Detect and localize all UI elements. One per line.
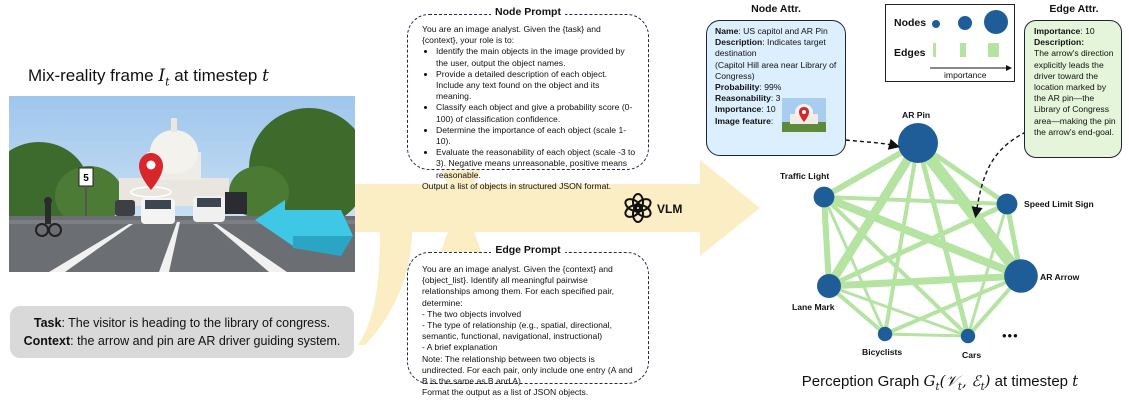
graph-edge-ar_pin-bicyclists [883,142,920,335]
node-attr-probability: Probability: 99% [715,82,782,93]
edge-prompt-connector [440,232,482,254]
graph-nodes [813,123,1038,344]
legend-edge-thin [933,43,936,57]
node-label-ar-pin: AR Pin [902,110,931,120]
legend-nodes-label: Nodes [894,17,927,29]
graph-edge-lane_mark-ar_arrow [828,272,1022,290]
node-label-ar-arrow: AR Arrow [1040,272,1080,282]
graph-edge-traffic_light-cars [822,195,970,338]
graph-edges [821,139,1026,338]
edge-prompt-box: Edge Prompt You are an image analyst. Gi… [407,244,649,397]
node-prompt-outro: Output a list of objects in structured J… [422,180,612,191]
frame-symbol: It [158,66,170,89]
node-prompt-item: Classify each object and give a probabil… [436,102,636,124]
legend-node-small [932,20,940,28]
graph-edge-bicyclists-cars [884,332,969,338]
graph-title: Perception Graph Gt(𝒱t, ℰt) at timestep … [801,372,1079,393]
node-label-traffic-light: Traffic Light [780,171,830,181]
node-attr-importance: Importance: 10 [715,104,776,115]
edge-attr-description: The arrow's direction explicitly leads t… [1034,48,1116,137]
edge-attr-title: Edge Attr. [1049,3,1099,15]
frame-timestep: t [262,66,269,86]
frame-title: Mix-reality frame It at timestep t [28,66,358,88]
edge-prompt-line: - The two objects involved [422,308,522,319]
openai-logo-icon [624,193,652,223]
node-label-lane-mark: Lane Mark [792,302,835,312]
legend-box: Nodes Edges importance [885,4,1015,82]
vlm-label: VLM [657,202,683,216]
node-label-cars: Cars [962,350,982,360]
legend-node-large [984,10,1008,34]
graph-edge-ar_pin-ar_arrow [913,139,1026,280]
node-prompt-list: Identify the main objects in the image p… [422,46,636,180]
node-attr-description-extra: (Capitol Hill area near Library of Congr… [715,59,837,81]
flow-arrow-feed [358,232,412,345]
legend-edges-label: Edges [894,47,926,59]
edge-prompt-line: - A brief explanation [422,342,498,353]
frame-title-text: Mix-reality frame [28,66,154,85]
graph-node-ar-pin [898,123,938,163]
street-scene-image: 5 [9,96,355,272]
edge-prompt-line: Format the output as a list of JSON obje… [422,387,589,398]
edge-attr-box: Importance: 10 Description: The arrow's … [1024,20,1122,158]
graph-edge-traffic_light-lane_mark [821,196,832,287]
node-attr-pointer [845,138,901,150]
node-prompt-box: Node Prompt You are an image analyst. Gi… [407,6,649,191]
node-attr-name: Name: US capitol and AR Pin [715,26,828,36]
task-label: Task [33,316,62,330]
graph-edge-speed_limit-cars [966,203,1009,337]
graph-edge-traffic_light-bicyclists [822,196,887,335]
legend-edge-medium [960,43,966,57]
frame-title-suffix: at timestep [169,66,263,85]
node-prompt-item: Determine the importance of each object … [436,125,636,147]
context-line: Context: the arrow and pin are AR driver… [10,332,354,350]
photo-speed-sign-text: 5 [83,173,89,184]
edge-prompt-title: Edge Prompt [408,244,648,256]
legend-marks [930,10,1012,71]
node-prompt-connector [440,168,482,184]
context-text: : the arrow and pin are AR driver guidin… [70,334,341,348]
graph-edge-lane_mark-cars [828,284,969,338]
node-prompt-intro: You are an image analyst. Given the {tas… [422,24,601,46]
graph-edge-lane_mark-bicyclists [827,284,887,336]
graph-node-lane-mark [817,274,841,298]
task-context-box: Task: The visitor is heading to the libr… [10,306,354,358]
node-prompt-item: Identify the main objects in the image p… [436,46,636,68]
more-nodes-ellipsis: ••• [1002,328,1019,343]
graph-node-speed-limit [996,193,1018,215]
node-attr-title: Node Attr. [751,3,801,15]
edge-prompt-line: Note: The relationship between two objec… [422,353,633,387]
legend-edge-thick [988,43,999,57]
node-prompt-item: Evaluate the reasonability of each objec… [436,147,636,181]
node-attr-description: Description: Indicates target destinatio… [715,37,826,59]
node-attr-image-feature: Image feature: [715,115,774,126]
graph-node-ar-arrow [1004,259,1038,293]
graph-node-traffic-light [813,186,835,208]
edge-prompt-line: You are an image analyst. Given the {con… [422,264,615,308]
graph-edge-traffic_light-speed_limit [823,195,1008,206]
node-label-bicyclists: Bicyclists [862,347,903,357]
context-label: Context [23,334,71,348]
graph-edge-ar_arrow-bicyclists [884,274,1022,336]
node-attr-box: Name: US capitol and AR Pin Description:… [706,20,846,156]
node-prompt-item: Provide a detailed description of each o… [436,69,636,103]
task-text: : The visitor is heading to the library … [61,316,331,330]
legend-axis-label: importance [944,70,987,80]
edge-attr-description-label: Description: [1034,37,1085,48]
node-attr-reasonability: Reasonability: 3 [715,93,781,104]
graph-node-bicyclists [877,326,893,342]
graph-node-cars [960,328,976,344]
node-attr-thumbnail [782,98,826,132]
task-line: Task: The visitor is heading to the libr… [10,314,354,332]
edge-attr-importance: Importance: 10 [1034,26,1095,36]
node-label-speed-limit-sign: Speed Limit Sign [1024,199,1094,209]
legend-node-medium [958,16,972,30]
edge-attr-pointer [971,131,1027,219]
node-prompt-title: Node Prompt [408,6,648,18]
edge-prompt-line: - The type of relationship (e.g., spatia… [422,320,612,342]
legend-axis-head [1006,65,1012,71]
